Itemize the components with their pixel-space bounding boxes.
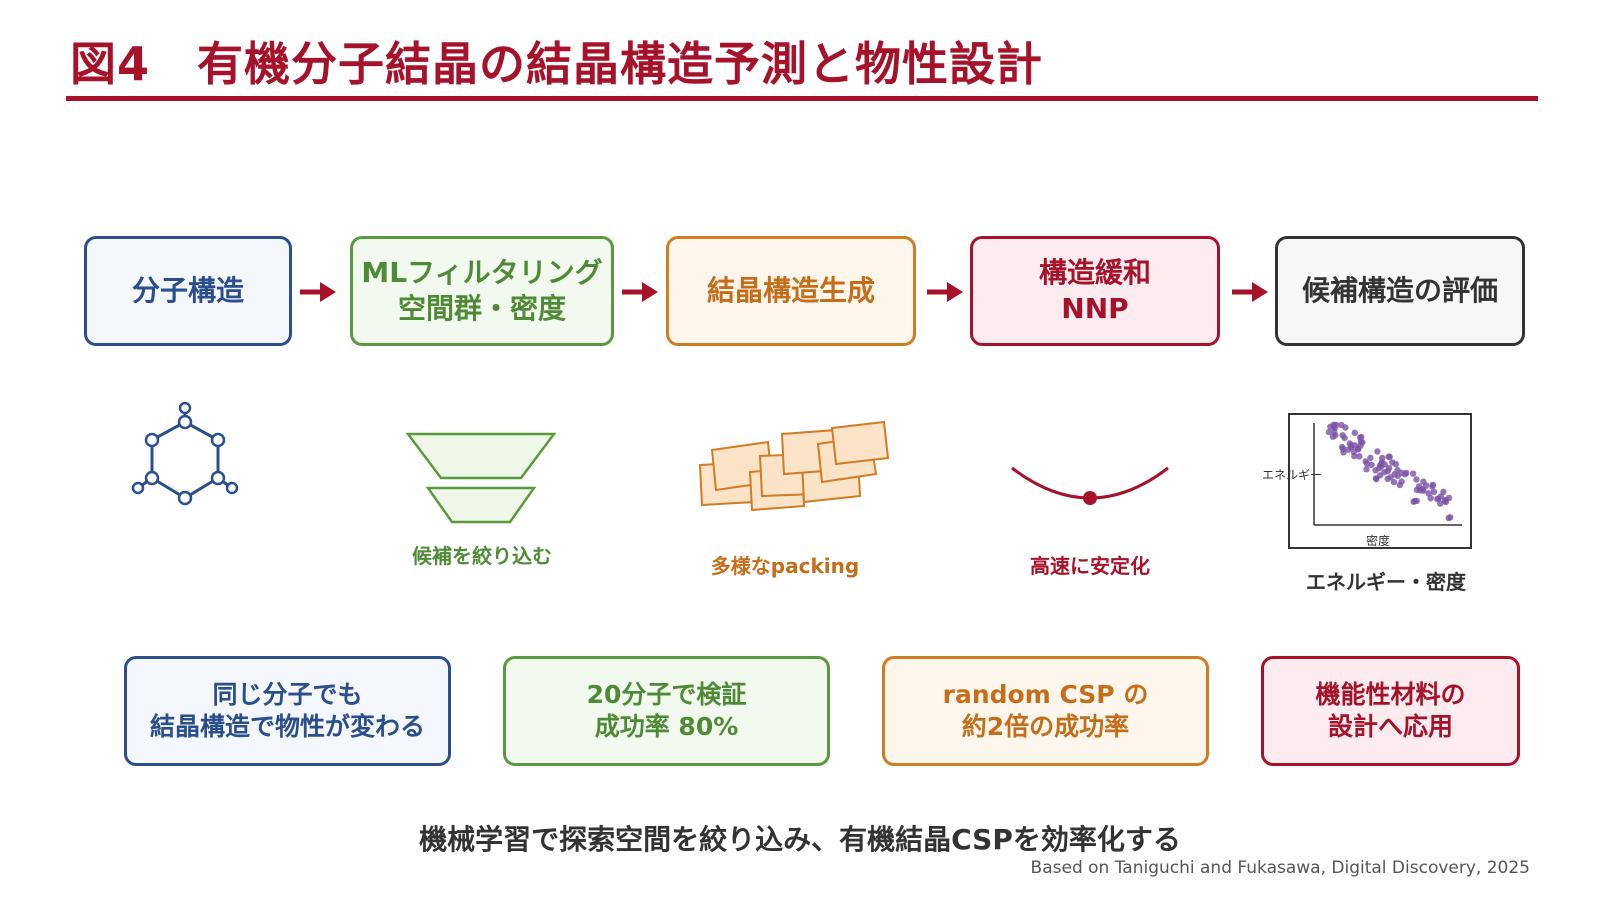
energy-well-icon <box>1011 466 1169 505</box>
scatter-point <box>1413 476 1420 483</box>
scatter-point <box>1351 452 1358 460</box>
molecule-hexagon-icon <box>131 402 239 506</box>
scatter-point <box>1358 433 1365 441</box>
energy-density-plot <box>1288 413 1472 549</box>
scatter-point <box>1437 500 1444 507</box>
scatter-point <box>1332 432 1339 439</box>
scatter-point <box>1389 459 1396 466</box>
scatter-point <box>1346 440 1353 447</box>
scatter-point <box>1427 495 1434 502</box>
step-crystal-generation: 結晶構造生成 <box>666 236 916 346</box>
arrow-right-icon <box>927 282 963 302</box>
plot-caption: エネルギー・密度 <box>1306 570 1466 594</box>
step-sublabel: NNP <box>1061 292 1129 325</box>
scatter-point <box>1409 470 1417 477</box>
scatter-point <box>1390 478 1398 486</box>
scatter-point <box>1351 442 1358 449</box>
step-structure-relaxation: 構造緩和 NNP <box>970 236 1220 346</box>
scatter-point <box>1375 465 1383 472</box>
crystal-packing-icon <box>698 420 890 512</box>
scatter-point <box>1363 460 1371 467</box>
conclusion-text: 機械学習で探索空間を絞り込み、有機結晶CSPを効率化する <box>419 823 1181 856</box>
step-label: 構造緩和 <box>1038 255 1151 289</box>
scatter-point <box>1325 428 1333 436</box>
scatter-point <box>1332 421 1340 429</box>
page-title: 図4 有機分子結晶の結晶構造予測と物性設計 <box>70 37 1044 91</box>
funnel-icon <box>406 432 556 524</box>
scatter-point <box>1413 497 1420 505</box>
scatter-point <box>1441 497 1449 505</box>
note-line: random CSP の <box>942 679 1149 709</box>
note-structure-property: 同じ分子でも 結晶構造で物性が変わる <box>124 656 451 766</box>
citation: Based on Taniguchi and Fukasawa, Digital… <box>1030 858 1530 878</box>
scatter-point <box>1338 421 1345 429</box>
note-line: 同じ分子でも <box>212 679 363 709</box>
scatter-point <box>1381 461 1388 468</box>
scatter-point <box>1429 481 1436 488</box>
scatter-point <box>1356 453 1363 460</box>
scatter-point <box>1425 490 1432 497</box>
arrow-right-icon <box>1232 282 1268 302</box>
scatter-point <box>1437 493 1445 500</box>
scatter-point <box>1367 454 1374 462</box>
packing-caption: 多様なpacking <box>710 554 860 578</box>
step-candidate-evaluation: 候補構造の評価 <box>1275 236 1525 346</box>
scatter-point <box>1381 469 1388 476</box>
step-sublabel: 空間群・密度 <box>397 292 566 325</box>
note-line: 成功率 80% <box>594 712 739 741</box>
scatter-point <box>1430 488 1438 495</box>
arrow-right-icon <box>300 282 336 302</box>
scatter-point <box>1402 471 1409 478</box>
plot-x-label: 密度 <box>1366 534 1391 548</box>
scatter-point <box>1413 486 1421 494</box>
note-line: 20分子で検証 <box>586 679 747 709</box>
step-label: 分子構造 <box>131 273 244 307</box>
step-molecular-structure: 分子構造 <box>84 236 292 346</box>
arrow-right-icon <box>622 282 658 302</box>
step-label: 結晶構造生成 <box>706 273 875 307</box>
scatter-point <box>1372 475 1380 482</box>
scatter-point <box>1351 429 1358 436</box>
note-comparison: random CSP の 約2倍の成功率 <box>882 656 1209 766</box>
scatter-point <box>1363 466 1370 473</box>
note-line: 設計へ応用 <box>1327 712 1453 741</box>
scatter-point <box>1357 442 1364 449</box>
scatter-point <box>1387 474 1394 481</box>
note-line: 結晶構造で物性が変わる <box>149 712 425 741</box>
scatter-point <box>1420 487 1427 494</box>
scatter-plot <box>1313 421 1462 526</box>
scatter-point <box>1394 466 1401 474</box>
filter-caption: 候補を絞り込む <box>412 544 552 568</box>
plot-y-label: エネルギー <box>1262 468 1323 482</box>
note-line: 機能性材料の <box>1315 679 1466 709</box>
note-line: 約2倍の成功率 <box>961 712 1130 741</box>
title-underline <box>66 96 1538 101</box>
relax-caption: 高速に安定化 <box>1030 554 1150 578</box>
note-application: 機能性材料の 設計へ応用 <box>1261 656 1520 766</box>
scatter-point <box>1396 481 1403 489</box>
note-validation: 20分子で検証 成功率 80% <box>503 656 830 766</box>
scatter-point <box>1374 448 1381 455</box>
scatter-point <box>1339 445 1347 452</box>
step-label: MLフィルタリング <box>361 255 603 289</box>
scatter-point <box>1386 453 1393 461</box>
scatter-point <box>1445 514 1452 522</box>
scatter-point <box>1345 446 1352 453</box>
scatter-point <box>1339 432 1346 439</box>
step-ml-filtering: MLフィルタリング 空間群・密度 <box>350 236 614 346</box>
scatter-point <box>1423 482 1430 489</box>
step-label: 候補構造の評価 <box>1301 273 1498 307</box>
